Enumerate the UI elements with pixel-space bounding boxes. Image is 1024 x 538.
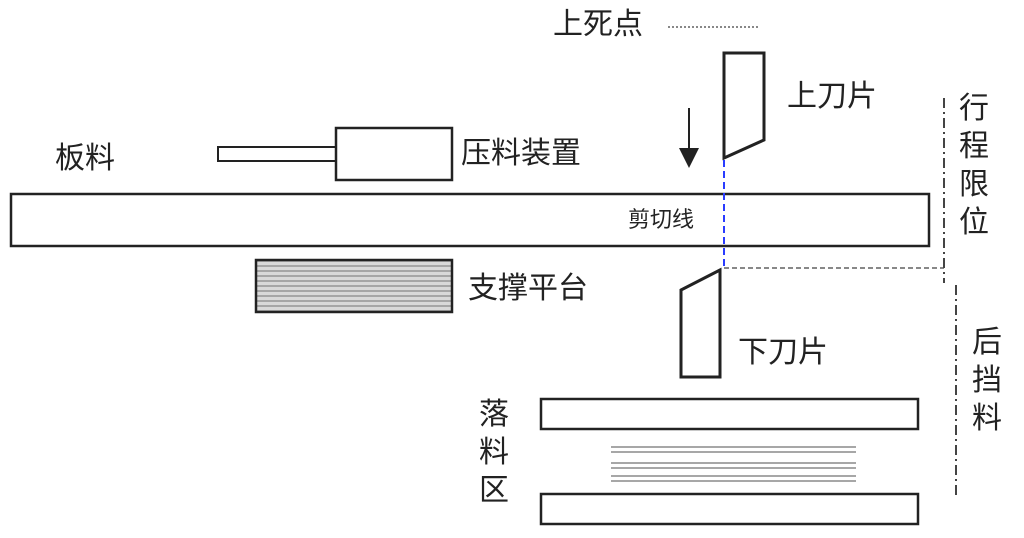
- label-back-gauge: 后 挡 料: [972, 325, 1002, 436]
- upper-blade: [722, 51, 766, 161]
- drop-zone-lines: [611, 446, 856, 482]
- drop-zone-top-bar: [539, 397, 920, 431]
- drop-zone-bottom-bar: [539, 492, 920, 526]
- label-clamp: 压料装置: [461, 136, 581, 171]
- label-top-dead-center: 上死点: [553, 7, 643, 42]
- label-lower-blade: 下刀片: [738, 335, 828, 370]
- lower-blade: [679, 267, 722, 379]
- label-upper-blade: 上刀片: [787, 79, 877, 114]
- label-cut-line: 剪切线: [628, 208, 695, 233]
- label-stroke-limit: 行 程 限 位: [959, 91, 989, 240]
- support-platform: [254, 258, 454, 314]
- clamp-body: [334, 126, 454, 182]
- label-sheet: 板料: [55, 141, 115, 176]
- sheet-plate: [9, 192, 931, 248]
- clamp-rod: [217, 146, 337, 162]
- label-drop-zone: 落 料 区: [479, 397, 509, 508]
- label-support-platform: 支撑平台: [468, 271, 588, 306]
